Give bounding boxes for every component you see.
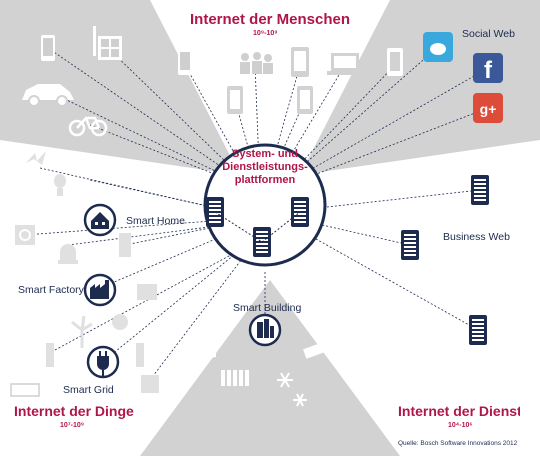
twitter-bird-icon (423, 32, 453, 62)
plug-icon (86, 345, 120, 379)
lightbulb-icon (54, 174, 66, 196)
facebook-icon: f (473, 53, 503, 84)
server-icon (401, 230, 419, 260)
wind-turbine-icon (71, 315, 93, 348)
source-note: Quelle: Bosch Software Innovations 2012 (398, 440, 518, 447)
heading-top-sub: 10⁹-10⁹ (253, 30, 278, 37)
fusebox-icon (93, 26, 122, 60)
heading-bottom-left: Internet der Dinge (14, 403, 134, 419)
snowflake-icon (277, 372, 293, 388)
platform-circle (203, 143, 327, 267)
meter-icon (119, 233, 131, 257)
people-icon (240, 52, 273, 74)
label-business-web: Business Web (443, 231, 510, 243)
smartphone-icon (41, 35, 55, 61)
building-icon (248, 313, 282, 347)
label-smart-building: Smart Building (233, 302, 302, 314)
door-icon (204, 333, 216, 359)
battery-icon (46, 343, 54, 367)
wedge-top-center (175, 40, 365, 160)
tools-icon (112, 314, 128, 330)
camera-icon (303, 342, 326, 359)
smartphone-icon (297, 86, 313, 114)
heading-top: Internet der Menschen (190, 11, 351, 28)
bicycle-icon (68, 116, 108, 137)
smartphone-icon (387, 48, 403, 76)
factory-icon (83, 273, 117, 307)
label-smart-home: Smart Home (126, 215, 185, 227)
google-plus-icon: g+ (473, 93, 503, 123)
label-smart-grid: Smart Grid (63, 384, 114, 396)
svg-text:f: f (484, 57, 493, 84)
smartphone-icon (227, 86, 243, 114)
center-title-line2: Dienstleistungs- (222, 161, 308, 173)
label-social-web: Social Web (462, 28, 515, 40)
server-icon (469, 315, 487, 345)
svg-text:g+: g+ (480, 101, 497, 117)
laptop-icon (327, 53, 363, 75)
smartphone-icon (178, 49, 192, 75)
battery-icon (136, 343, 144, 367)
wedge-top-left (0, 0, 240, 175)
center-title-line3: plattformen (235, 174, 296, 186)
smartphone-icon (291, 47, 309, 77)
wedge-top-right (300, 0, 540, 175)
server-icon (471, 175, 489, 205)
house-icon (83, 203, 117, 237)
washing-machine-icon (15, 225, 35, 245)
heading-bottom-left-sub: 10⁷-10⁹ (60, 422, 85, 429)
smartphone-icon (26, 151, 46, 165)
solar-panel-icon (141, 375, 159, 393)
heading-bottom-right: Internet der Dienste (398, 403, 520, 419)
heading-bottom-right-sub: 10⁴-10⁶ (448, 422, 473, 429)
center-title-line1: System- und (232, 148, 298, 160)
radiator-icon (221, 370, 249, 386)
label-smart-factory: Smart Factory (18, 284, 84, 296)
siren-icon (58, 244, 78, 264)
meter-icon (10, 383, 40, 397)
solar-panel-icon (137, 284, 157, 300)
wedge-bottom (140, 280, 400, 456)
car-charging-icon (22, 84, 74, 107)
snowflake-icon (293, 393, 307, 407)
